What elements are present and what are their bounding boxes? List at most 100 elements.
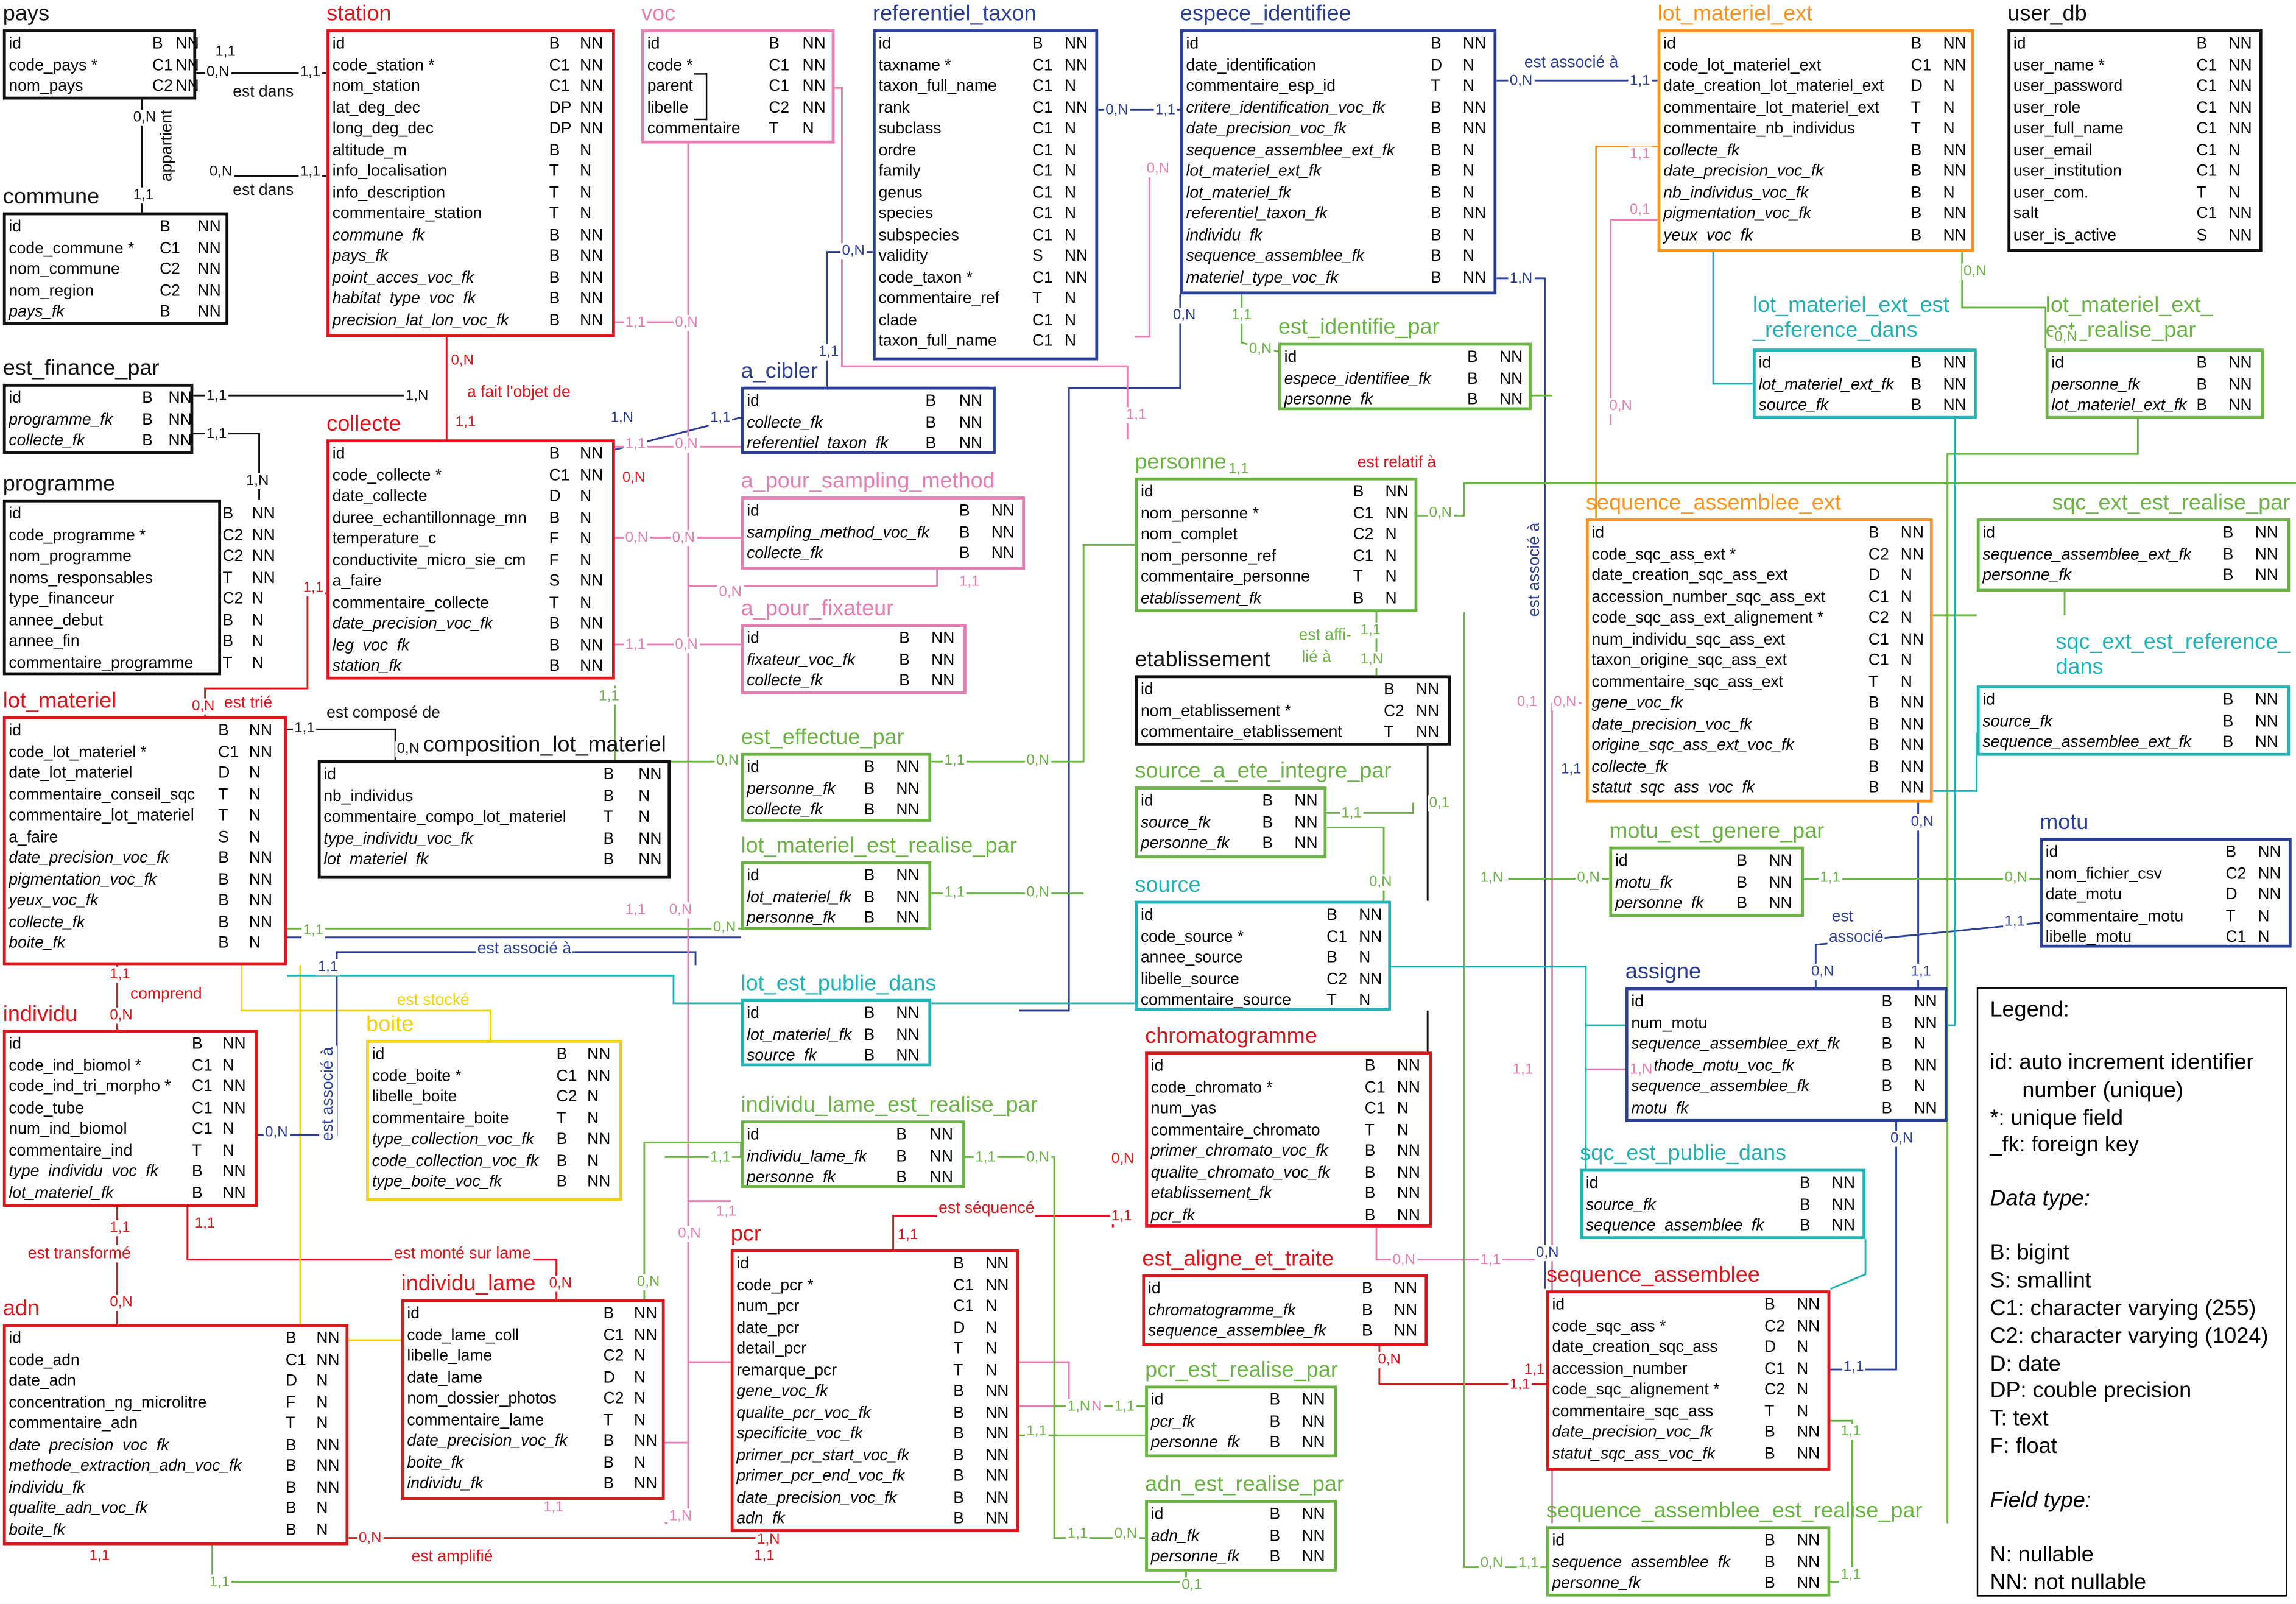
field-name: code_lot_materiel *: [9, 743, 147, 761]
field-nullability: N: [587, 1088, 599, 1106]
entity-box: [641, 29, 835, 144]
field-type: B: [1764, 1296, 1775, 1314]
field-name: date_creation_lot_materiel_ext: [1663, 77, 1884, 96]
field-name: boite_fk: [9, 1521, 66, 1539]
entity-box: [2, 716, 287, 966]
entity-box: [741, 861, 932, 930]
field-nullability: NN: [1831, 1196, 1855, 1214]
field-name: accession_number_sqc_ass_ext: [1591, 588, 1826, 606]
field-type: C1: [218, 743, 239, 761]
cardinality-label: 1,1: [88, 1548, 111, 1564]
field-name: id: [1615, 852, 1628, 871]
field-nullability: N: [580, 141, 592, 159]
cardinality-label: 0,N: [1391, 1252, 1417, 1269]
cardinality-label: 0,N: [671, 530, 697, 546]
field-type: C1: [1032, 162, 1053, 180]
entity-box: [730, 1249, 1019, 1532]
field-name: id: [9, 1330, 22, 1348]
cardinality-label: 0,N: [1025, 1150, 1051, 1166]
field-nullability: NN: [252, 526, 275, 545]
field-type: B: [1881, 1078, 1893, 1096]
field-nullability: NN: [2228, 77, 2252, 96]
field-name: sequence_assemblee_fk: [1186, 247, 1365, 266]
cardinality-label: 1,1: [108, 966, 132, 983]
field-type: B: [1881, 993, 1893, 1011]
legend-data-type: F: float: [1990, 1433, 2057, 1459]
field-type: B: [556, 1173, 568, 1191]
entity-box: [1135, 900, 1392, 1011]
entity-title: adn_est_realise_par: [1145, 1472, 1344, 1497]
field-nullability: N: [248, 765, 261, 782]
field-type: C1: [769, 56, 790, 74]
relationship-label: appartient: [158, 108, 176, 183]
field-name: sequence_assemblee_ext_fk: [1186, 141, 1395, 159]
field-nullability: NN: [1900, 715, 1924, 733]
field-name: id: [372, 1045, 385, 1064]
field-name: date_precision_voc_fk: [1552, 1423, 1713, 1441]
cardinality-label: 0,N: [1113, 1526, 1139, 1542]
field-type: B: [1431, 205, 1442, 223]
cardinality-label: 0,1: [1180, 1577, 1204, 1594]
legend-data-type: C2: character varying (1024): [1990, 1324, 2269, 1349]
field-nullability: NN: [985, 1488, 1009, 1507]
cardinality-label: 0,N: [1552, 694, 1578, 711]
field-type: B: [1364, 1142, 1376, 1161]
cardinality-label: 1,1: [973, 1150, 998, 1166]
field-type: B: [191, 1184, 203, 1202]
cardinality-label: 1,N: [1359, 651, 1385, 668]
cardinality-label: 1,1: [1124, 407, 1148, 423]
field-nullability: NN: [959, 392, 983, 411]
entity-title: sequence_assemblee_ext: [1585, 490, 1841, 516]
field-type: T: [285, 1415, 296, 1433]
cardinality-label: 1,1: [624, 314, 647, 331]
field-type: C2: [222, 526, 244, 545]
field-name: id: [736, 1255, 749, 1273]
field-name: etablissement_fk: [1140, 589, 1262, 607]
field-name: source_fk: [1982, 712, 2053, 730]
field-nullability: NN: [1396, 1164, 1420, 1182]
field-name: espece_identifiee_fk: [1284, 370, 1431, 387]
field-type: B: [1799, 1217, 1811, 1235]
relationship-line: [1712, 252, 1753, 385]
field-nullability: N: [1797, 1338, 1809, 1357]
field-name: pays_fk: [9, 303, 65, 321]
field-nullability: NN: [580, 290, 604, 308]
field-type: B: [160, 303, 171, 321]
cardinality-label: 1,1: [1839, 1567, 1863, 1584]
cardinality-label: 0,N: [624, 530, 650, 546]
field-nullability: N: [1462, 183, 1475, 202]
entity-box: [326, 29, 615, 337]
field-name: id: [1552, 1532, 1565, 1550]
field-nullability: NN: [1385, 504, 1409, 523]
field-name: statut_sqc_ass_voc_fk: [1552, 1444, 1716, 1463]
field-name: commentaire_lame: [407, 1411, 544, 1429]
field-type: C2: [1764, 1317, 1785, 1335]
relationship-label: associé: [1827, 928, 1886, 947]
field-nullability: NN: [1914, 1014, 1937, 1032]
field-type: B: [959, 523, 970, 542]
